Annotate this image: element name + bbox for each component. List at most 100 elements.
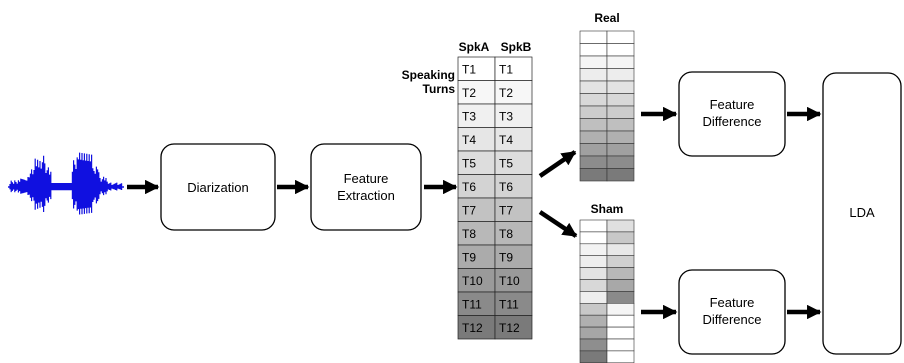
sham-strip-cell	[579, 219, 608, 233]
sham-strip-cell	[579, 350, 608, 363]
waveform-envelope	[9, 152, 123, 215]
sham-strip-cell	[579, 338, 608, 352]
sham-strip-cell	[606, 291, 635, 304]
real-strip-cell	[579, 118, 608, 132]
diarization-box: Diarization	[160, 143, 276, 231]
turn-label: T12	[499, 321, 520, 335]
sham-strip-cell	[606, 350, 635, 363]
real-strip-cell	[606, 130, 635, 144]
real-strip-cell	[606, 68, 635, 82]
sham-strip-cell	[579, 314, 608, 328]
real-strip-cell	[606, 80, 635, 94]
turn-label: T4	[499, 133, 513, 147]
real-strip-cell	[606, 168, 635, 182]
sham-strip-cell	[606, 314, 635, 328]
real-strip-cell	[579, 155, 608, 169]
real-label: Real	[594, 11, 619, 25]
turn-label: T9	[462, 250, 476, 264]
feature-difference-box-sham: Feature Difference	[678, 269, 786, 355]
real-strip-cell	[579, 43, 608, 57]
sham-strip-cell	[579, 326, 608, 340]
turn-label: T4	[462, 133, 476, 147]
audio-waveform-icon	[8, 152, 124, 215]
turn-label: T12	[462, 321, 483, 335]
arrow-turns-to-real	[538, 150, 577, 178]
real-strip-cell	[606, 30, 635, 44]
arrow-turns-to-sham	[538, 210, 578, 238]
sham-strip-cell	[606, 231, 635, 245]
sham-strip-cell	[606, 338, 635, 352]
lda-label: LDA	[849, 205, 875, 220]
real-strip-cell	[579, 93, 608, 107]
real-strip-cell	[579, 30, 608, 44]
turn-label: T1	[462, 62, 476, 76]
turn-label: T3	[499, 109, 513, 123]
feature-extraction-box: Feature Extraction	[310, 143, 422, 231]
sham-strip-cell	[579, 279, 608, 292]
turn-label: T6	[499, 180, 513, 194]
sham-label: Sham	[591, 202, 624, 216]
real-strip-cell	[606, 118, 635, 132]
turn-label: T5	[499, 156, 513, 170]
sham-strip-cell	[579, 243, 608, 257]
real-strip-cell	[606, 105, 635, 119]
real-strip-cell	[579, 105, 608, 119]
column-header-spka: SpkA	[459, 40, 490, 54]
feature-difference-box-real: Feature Difference	[678, 71, 786, 157]
real-strip-cell	[606, 143, 635, 157]
speaking-turns-caption-line1: Speaking	[402, 68, 455, 82]
real-strip-cell	[606, 55, 635, 69]
sham-pair-strips: Sham	[579, 202, 635, 363]
column-header-spkb: SpkB	[501, 40, 532, 54]
turn-label: T8	[462, 227, 476, 241]
sham-strip-cell	[579, 255, 608, 268]
lda-box: LDA	[822, 72, 902, 355]
sham-strip-cell	[606, 326, 635, 340]
turn-label: T2	[499, 86, 513, 100]
feature-difference-sham-line2: Difference	[702, 312, 761, 327]
turn-label: T2	[462, 86, 476, 100]
turn-label: T5	[462, 156, 476, 170]
turn-label: T1	[499, 62, 513, 76]
turn-label: T9	[499, 250, 513, 264]
sham-strip-cell	[606, 302, 635, 316]
feature-extraction-label-line1: Feature	[344, 171, 389, 186]
sham-strip-cell	[579, 302, 608, 316]
real-strip-cell	[606, 155, 635, 169]
feature-difference-real-line2: Difference	[702, 114, 761, 129]
turn-label: T10	[499, 274, 520, 288]
real-strip-cell	[579, 68, 608, 82]
sham-strip-cell	[606, 243, 635, 257]
turn-label: T8	[499, 227, 513, 241]
turn-label: T7	[462, 203, 476, 217]
sham-strip-cell	[606, 219, 635, 233]
sham-strip-cell	[579, 291, 608, 304]
turn-label: T10	[462, 274, 483, 288]
real-strip-cell	[579, 80, 608, 94]
speaking-turns-caption-line2: Turns	[423, 82, 456, 96]
turn-label: T6	[462, 180, 476, 194]
feature-difference-sham-line1: Feature	[710, 295, 755, 310]
real-strip-cell	[579, 130, 608, 144]
turn-label: T7	[499, 203, 513, 217]
sham-strip-cell	[579, 231, 608, 245]
turn-label: T11	[462, 297, 482, 311]
sham-strip-cell	[606, 267, 635, 280]
feature-extraction-label-line2: Extraction	[337, 188, 395, 203]
real-strip-cell	[579, 55, 608, 69]
real-strip-cell	[579, 168, 608, 182]
real-strip-cell	[579, 143, 608, 157]
sham-strip-cell	[606, 279, 635, 292]
turn-label: T3	[462, 109, 476, 123]
real-strip-cell	[606, 93, 635, 107]
real-strip-cell	[606, 43, 635, 57]
sham-strip-cell	[606, 255, 635, 268]
sham-strip-cell	[579, 267, 608, 280]
turn-label: T11	[499, 297, 519, 311]
feature-difference-real-line1: Feature	[710, 97, 755, 112]
turn-cell	[494, 315, 533, 340]
real-pair-strips: Real	[579, 11, 635, 182]
diarization-label: Diarization	[187, 180, 248, 195]
